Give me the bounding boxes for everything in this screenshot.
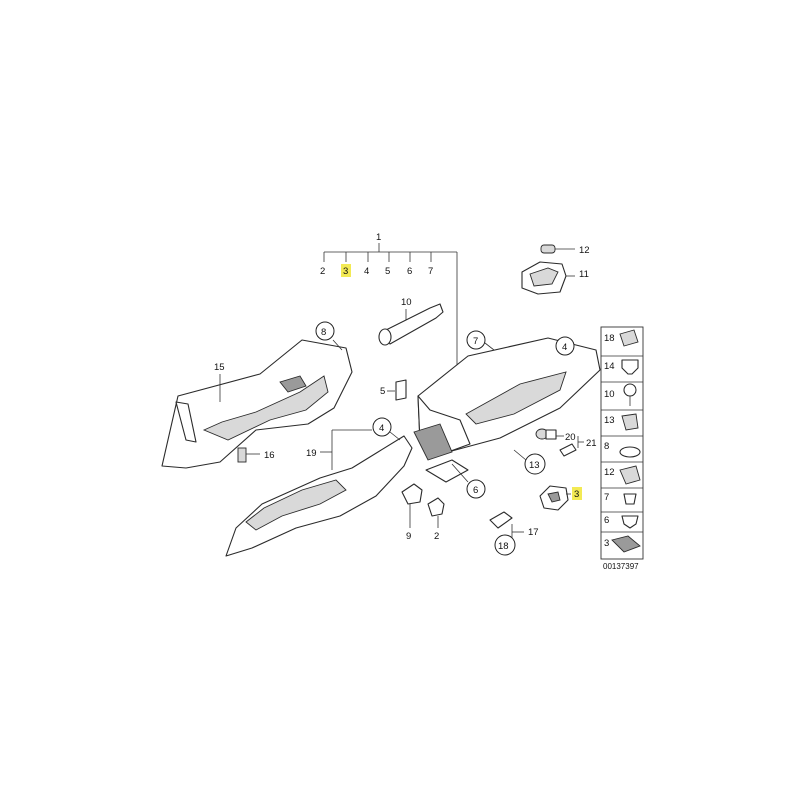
label-2: 2 <box>434 531 439 542</box>
bubble-6: 6 <box>451 463 486 499</box>
rivet-icon <box>623 493 637 505</box>
bubble-8-label: 8 <box>321 327 326 338</box>
bubble-7-label: 7 <box>473 336 478 347</box>
label-5: 5 <box>380 386 385 397</box>
label-19: 19 <box>306 448 317 459</box>
bubble-8: 8 <box>315 321 343 351</box>
callout-sub-5: 5 <box>385 266 390 277</box>
legend-item-8: 8 <box>604 441 609 452</box>
bubble-4-box: 4 <box>555 336 575 356</box>
grommet-icon <box>621 515 639 529</box>
bubble-18-label: 18 <box>498 541 509 552</box>
plug-icon <box>619 446 641 458</box>
part-11-lamp: 11 <box>521 261 589 295</box>
callout-assembly-1: 1 <box>376 232 381 243</box>
part-10-tube: 10 <box>378 297 444 346</box>
label-15: 15 <box>214 362 225 373</box>
label-21: 21 <box>586 438 597 449</box>
bubble-6-label: 6 <box>473 485 478 496</box>
bubble-13-label: 13 <box>529 460 540 471</box>
legend: 18 14 10 13 8 12 7 6 3 4 00137397 <box>600 326 644 571</box>
callout-sub-3: 3 <box>343 266 348 277</box>
legend-item-12: 12 <box>604 467 615 478</box>
callout-sub-7: 7 <box>428 266 433 277</box>
legend-item-6: 6 <box>604 515 609 526</box>
callout-sub-6: 6 <box>407 266 412 277</box>
label-3-lock: 3 <box>574 489 579 500</box>
legend-item-10: 10 <box>604 389 615 400</box>
legend-item-18: 18 <box>604 333 615 344</box>
bubble-4-lower: 4 <box>372 417 401 441</box>
label-17: 17 <box>528 527 539 538</box>
label-10: 10 <box>401 297 412 308</box>
part-2-clip: 2 <box>427 497 445 542</box>
legend-item-13: 13 <box>604 415 615 426</box>
legend-item-7: 7 <box>604 492 609 503</box>
screw-head-icon <box>623 383 637 397</box>
clip-icon <box>619 329 639 347</box>
bubble-7: 7 <box>466 330 495 351</box>
legend-item-3: 3 <box>604 538 609 549</box>
bubble-4-box-label: 4 <box>562 342 567 353</box>
part-9-cap: 9 <box>401 483 423 542</box>
label-11: 11 <box>579 269 589 280</box>
pad-icon <box>611 535 641 553</box>
part-17-18: 17 18 <box>489 511 539 556</box>
part-19-lower-trim: 19 <box>225 429 413 557</box>
glovebox-main <box>413 337 601 483</box>
assembly-tree: 1 2 3 4 5 6 7 <box>320 232 470 371</box>
expanding-nut-icon <box>619 465 641 485</box>
spring-nut-icon <box>621 413 639 431</box>
part-5-clip: 5 <box>380 379 407 401</box>
legend-item-14: 14 <box>604 361 615 372</box>
label-20: 20 <box>565 432 576 443</box>
bubble-13: 13 <box>513 449 546 475</box>
highlight-marker <box>341 264 351 277</box>
part-20-21-lock: 20 21 <box>535 428 597 457</box>
part-12-bulb: 12 <box>540 244 590 256</box>
bubble-4-lower-label: 4 <box>379 423 384 434</box>
label-9: 9 <box>406 531 411 542</box>
callout-sub-4: 4 <box>364 266 369 277</box>
label-12: 12 <box>579 245 590 256</box>
callout-sub-2: 2 <box>320 266 325 277</box>
label-16: 16 <box>264 450 275 461</box>
part-15-upper-trim: 15 16 <box>161 339 353 469</box>
diagram-number: 00137397 <box>603 562 639 571</box>
part-3-lock: 3 <box>539 485 582 511</box>
nut-icon <box>621 359 639 375</box>
